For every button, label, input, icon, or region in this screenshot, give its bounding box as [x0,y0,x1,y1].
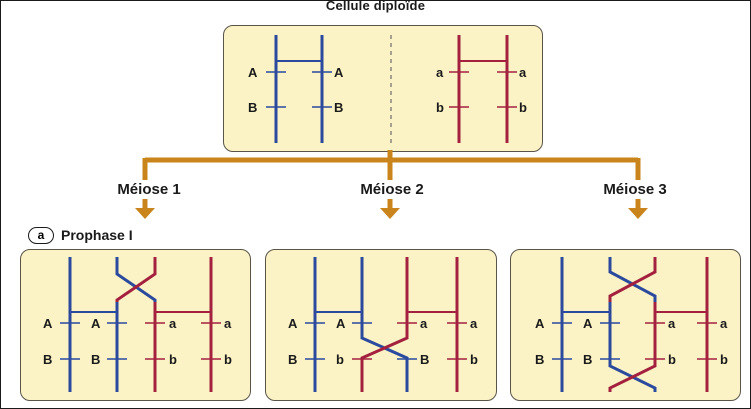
allele-label: a [668,316,676,331]
allele-label: B [288,352,297,367]
phase-heading: a Prophase I [28,225,133,245]
allele-label: b [169,352,177,367]
meiosis-3-label: Méiose 3 [603,181,667,198]
phase-badge: a [28,226,54,244]
allele-label: a [420,316,428,331]
allele-label: b [336,352,344,367]
meiosis-3-chromosomes [552,257,717,392]
allele-label: B [535,352,544,367]
allele-label: B [334,100,343,115]
allele-label: A [535,316,545,331]
diagram-title: Cellule diploïde [325,0,426,13]
phase-label: Prophase I [61,227,133,243]
allele-label: B [91,352,100,367]
diploid-chromosomes [266,35,517,143]
allele-label: a [519,65,527,80]
meiosis-1-chromosomes [60,257,221,392]
red-homolog [449,35,517,143]
allele-label: B [43,352,52,367]
allele-label: A [91,316,101,331]
arrow-1-head [135,208,155,219]
allele-label: A [336,316,346,331]
allele-label: b [436,100,444,115]
allele-label: A [288,316,298,331]
arrow-3-head [628,208,648,219]
allele-label: a [720,316,728,331]
meiosis-3-box [510,249,741,401]
allele-label: A [334,65,344,80]
blue-homolog [266,35,332,143]
meiosis-2-label: Méiose 2 [360,181,424,198]
allele-label: b [720,352,728,367]
allele-label: a [169,316,177,331]
allele-label: b [470,352,478,367]
allele-label: A [248,65,258,80]
allele-label: B [248,100,257,115]
meiosis-1-label: Méiose 1 [117,181,181,198]
allele-label: A [43,316,53,331]
allele-label: b [519,100,527,115]
allele-label: b [224,352,232,367]
allele-label: A [583,316,593,331]
allele-label: a [224,316,232,331]
allele-label: B [420,352,429,367]
connector-tree [142,150,641,208]
allele-label: a [436,65,444,80]
meiosis-2-chromosomes [305,257,467,392]
arrow-2-head [380,208,400,219]
allele-label: B [583,352,592,367]
allele-label: b [668,352,676,367]
allele-label: a [470,316,478,331]
